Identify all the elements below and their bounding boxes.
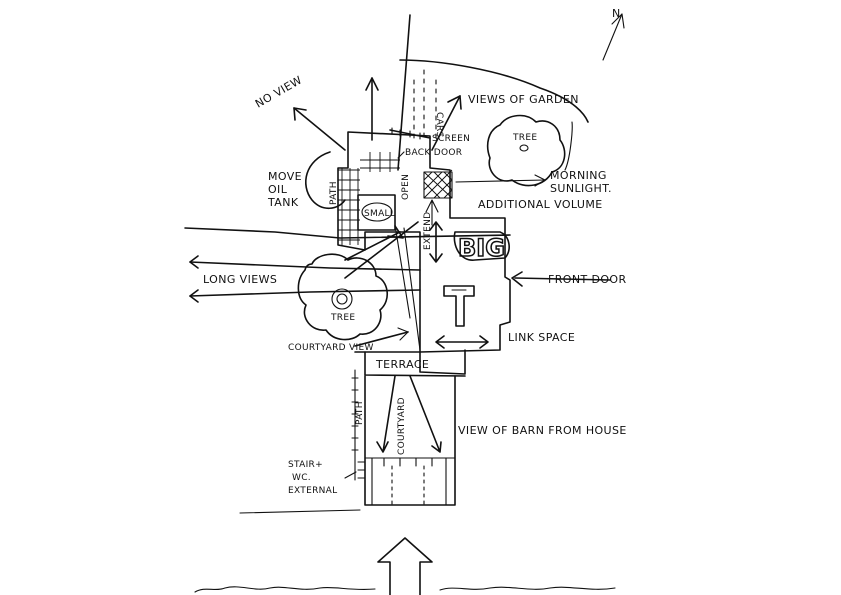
front-door-arrow	[514, 277, 611, 281]
terrace-label: TERRACE	[375, 358, 429, 371]
open-label: OPEN	[401, 174, 411, 200]
additional-volume-label: ADDITIONAL VOLUME	[478, 198, 603, 211]
tree-label-top: TREE	[512, 133, 537, 143]
view-arrow-northeast	[431, 95, 461, 151]
link-space-arrow	[435, 335, 489, 349]
cars-parking-marks	[413, 69, 437, 143]
link-space-label: LINK SPACE	[508, 331, 575, 344]
cropped-handwriting-left	[194, 586, 376, 593]
long-views-label: LONG VIEWS	[203, 273, 277, 286]
entry-hall	[443, 285, 475, 327]
boundary-line-south	[239, 509, 361, 514]
stair-wc-line2: WC.	[292, 473, 311, 483]
path-label-bottom: PATH	[355, 401, 365, 425]
barn-grid	[357, 457, 456, 506]
stair-wc-line1: STAIR+	[288, 460, 323, 470]
extend-arrow	[429, 221, 443, 263]
long-view-line-1	[184, 227, 511, 239]
boundary-line-north	[397, 14, 411, 171]
tree-label-bottom: TREE	[330, 313, 355, 323]
north-arrow-icon: N	[602, 7, 625, 61]
tree-canopy-bottom	[297, 253, 388, 341]
view-of-barn-label: VIEW OF BARN FROM HOUSE	[458, 424, 627, 437]
tree-canopy-top	[486, 114, 566, 187]
cropped-handwriting-right	[439, 586, 616, 591]
move-oil-tank-line2: OIL	[268, 183, 288, 196]
courtyard-view-label: COURTYARD VIEW	[288, 343, 374, 353]
garden-boundary	[399, 59, 589, 123]
no-view-label: NO VIEW	[253, 73, 304, 110]
approach-arrow	[377, 537, 433, 595]
courtyard-label: COURTYARD	[397, 397, 407, 455]
small-label: SMALL	[364, 209, 395, 219]
long-view-line-3	[189, 289, 421, 297]
north-label: N	[612, 7, 621, 20]
oil-tank-outline	[304, 151, 346, 210]
path-label-top: PATH	[329, 181, 339, 205]
back-door-label: BACK DOOR	[405, 148, 462, 158]
view-arrow-northwest	[293, 107, 346, 151]
morning-sunlight-hatch	[423, 169, 453, 199]
small-room	[357, 194, 396, 231]
extend-label: EXTEND	[423, 212, 433, 250]
morning-sunlight-line1: MORNING	[550, 169, 607, 182]
cars-label: CARS	[434, 112, 444, 138]
front-door-label: FRONT DOOR	[548, 273, 627, 286]
terrace-outline	[354, 349, 466, 375]
move-oil-tank-line3: TANK	[267, 196, 299, 209]
stair-wc-line3: EXTERNAL	[288, 486, 337, 496]
barn-outline	[364, 375, 456, 506]
house-footprint-upper	[337, 131, 511, 353]
long-view-line-2	[189, 261, 421, 271]
views-of-garden-label: VIEWS OF GARDEN	[468, 93, 579, 106]
move-oil-tank-line1: MOVE	[268, 170, 302, 183]
morning-sunlight-line2: SUNLIGHT.	[550, 182, 612, 195]
big-label: BIG	[458, 234, 505, 262]
path-grid-hatch	[338, 152, 400, 245]
screen-label: SCREEN	[432, 134, 470, 144]
